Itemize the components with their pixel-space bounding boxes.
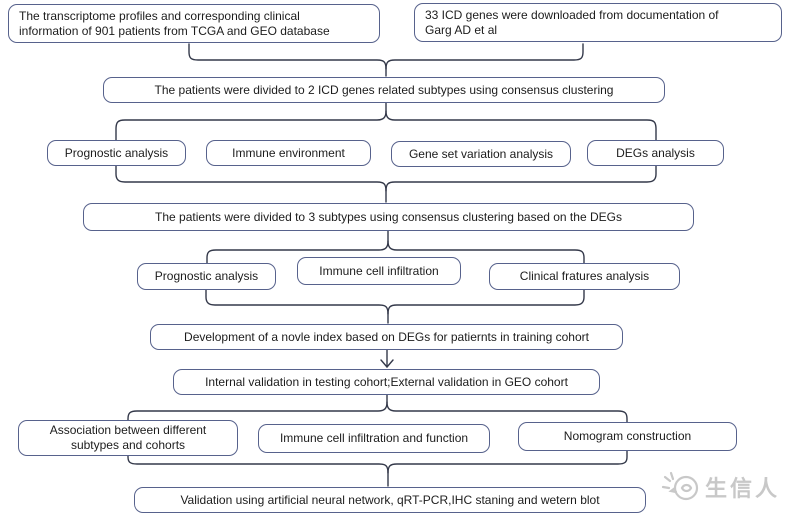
bird-logo-icon bbox=[661, 471, 699, 501]
brace-split-4-left bbox=[206, 230, 389, 264]
brace-split-6-right bbox=[386, 401, 628, 423]
node-association-subtypes-cohorts: Association between different subtypes a… bbox=[18, 420, 238, 456]
node-novel-index-development: Development of a novle index based on DE… bbox=[150, 324, 623, 350]
node-icd-genes-input: 33 ICD genes were downloaded from docume… bbox=[414, 3, 782, 42]
node-immune-cell-infiltration: Immune cell infiltration bbox=[297, 257, 461, 285]
watermark-text: 生信人 bbox=[704, 476, 780, 501]
brace-merge-3-right bbox=[385, 165, 657, 192]
brace-top-right bbox=[385, 43, 584, 70]
brace-merge-7-left bbox=[127, 455, 389, 487]
arrow-head bbox=[380, 359, 394, 369]
brace-merge-7-right bbox=[387, 450, 628, 474]
node-final-validation: Validation using artificial neural netwo… bbox=[134, 487, 646, 513]
brace-split-4-right bbox=[387, 240, 585, 264]
node-prognostic-analysis-2: Prognostic analysis bbox=[137, 263, 276, 290]
watermark: 生信人 bbox=[659, 467, 780, 507]
node-immune-infiltration-function: Immune cell infiltration and function bbox=[258, 424, 490, 453]
node-consensus-clustering-2-subtypes: The patients were divided to 2 ICD genes… bbox=[103, 77, 665, 103]
node-immune-environment: Immune environment bbox=[206, 140, 371, 166]
brace-split-2-right bbox=[385, 110, 657, 141]
brace-top-left bbox=[188, 43, 387, 77]
brace-split-6-left bbox=[127, 394, 388, 422]
brace-split-2-left bbox=[115, 102, 387, 141]
brace-merge-3-left bbox=[115, 165, 387, 203]
node-clinical-features-analysis: Clinical fratures analysis bbox=[489, 263, 680, 290]
node-prognostic-analysis-1: Prognostic analysis bbox=[47, 140, 186, 166]
node-gene-set-variation-analysis: Gene set variation analysis bbox=[391, 141, 571, 167]
node-nomogram-construction: Nomogram construction bbox=[518, 422, 737, 451]
node-tcga-geo-input: The transcriptome profiles and correspon… bbox=[8, 4, 380, 43]
node-consensus-clustering-3-subtypes: The patients were divided to 3 subtypes … bbox=[83, 203, 694, 231]
brace-merge-5-left bbox=[205, 289, 389, 324]
brace-merge-5-right bbox=[387, 289, 585, 315]
node-internal-external-validation: Internal validation in testing cohort;Ex… bbox=[173, 369, 600, 395]
node-degs-analysis: DEGs analysis bbox=[587, 140, 724, 166]
